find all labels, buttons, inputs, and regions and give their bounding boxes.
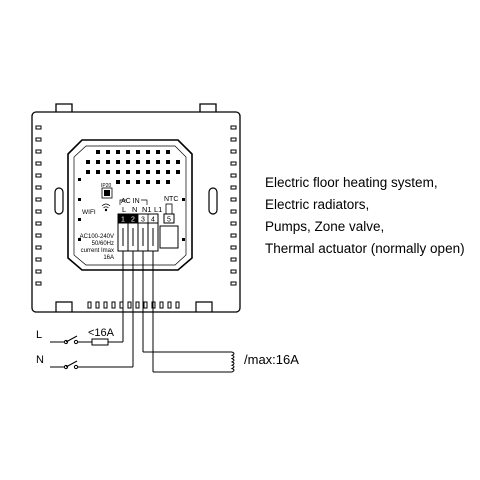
ip20-label: IP20 bbox=[101, 183, 112, 189]
terminal-number-2: 2 bbox=[131, 217, 135, 224]
terminal-number-5: 5 bbox=[167, 217, 171, 224]
inner-module bbox=[67, 139, 193, 271]
wifi-label: WIFI bbox=[82, 209, 96, 216]
terminal-n-label: N bbox=[132, 205, 137, 214]
wire-l-label: L bbox=[36, 329, 42, 341]
spec-block: AC100-240V 50/60Hz current Imax 16A bbox=[80, 234, 114, 261]
spec-amps: 16A bbox=[103, 255, 114, 261]
fuse-rating-label: <16A bbox=[88, 327, 115, 339]
wire-n-label: N bbox=[36, 354, 44, 366]
back-plate bbox=[31, 103, 241, 313]
dot-grid bbox=[86, 150, 180, 184]
spec-frequency: 50/60Hz bbox=[92, 241, 114, 247]
spec-current: current Imax bbox=[81, 248, 114, 254]
application-line-2: Electric radiators, bbox=[265, 197, 370, 212]
ac-in-label: AC IN bbox=[121, 198, 140, 205]
application-line-4: Thermal actuator (normally open) bbox=[265, 241, 465, 256]
terminal-number-3: 3 bbox=[141, 217, 145, 224]
wires bbox=[50, 251, 232, 373]
switches bbox=[63, 335, 79, 370]
fuse-icon bbox=[91, 338, 109, 346]
load-rating-label: /max:16A bbox=[244, 352, 299, 367]
bottom-hooks bbox=[55, 301, 213, 312]
application-line-1: Electric floor heating system, bbox=[265, 175, 438, 190]
terminal-n1-label: N1 bbox=[142, 205, 152, 214]
ip20-block: IP20 bbox=[101, 183, 113, 199]
ntc-label: NTC bbox=[164, 196, 178, 203]
left-vents bbox=[35, 125, 42, 286]
screw-slots bbox=[54, 187, 218, 215]
load-coil-icon bbox=[230, 351, 235, 373]
right-vents bbox=[230, 125, 237, 286]
terminal-number-4: 4 bbox=[151, 217, 155, 224]
terminal-l1-label: L1 bbox=[154, 205, 162, 214]
application-line-3: Pumps, Zone valve, bbox=[265, 219, 385, 234]
terminal-body bbox=[117, 222, 179, 252]
terminal-l-label: L bbox=[122, 205, 126, 214]
terminal-number-1: 1 bbox=[121, 217, 125, 224]
wifi-icon bbox=[101, 203, 111, 212]
side-dots bbox=[78, 178, 185, 241]
bottom-vents bbox=[87, 301, 180, 309]
spec-voltage: AC100-240V bbox=[80, 234, 114, 240]
